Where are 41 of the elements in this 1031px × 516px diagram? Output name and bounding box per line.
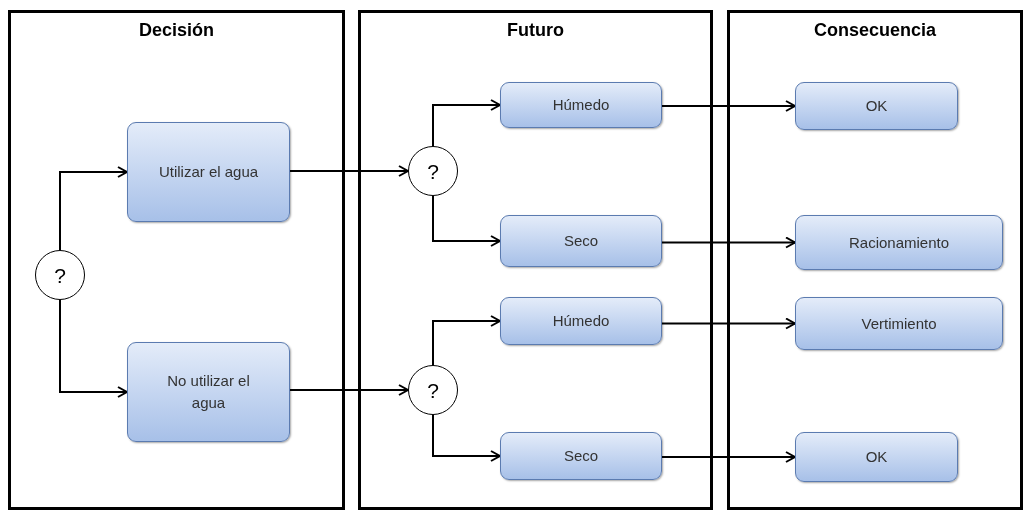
process-box — [795, 297, 1003, 350]
arrow — [661, 236, 796, 249]
column-panel — [358, 10, 713, 510]
panel-heading: Decisión — [138, 19, 215, 42]
box-label: Húmedo — [551, 95, 611, 116]
box-label: OK — [864, 96, 889, 117]
column-panel — [727, 10, 1023, 510]
arrow — [661, 317, 796, 330]
arrow — [289, 384, 409, 396]
process-box — [500, 82, 662, 128]
arrow — [432, 414, 501, 462]
process-box — [795, 432, 958, 482]
arrow — [661, 451, 796, 463]
box-label: Vertimiento — [860, 313, 938, 334]
process-box — [500, 432, 662, 480]
arrow — [432, 195, 501, 247]
process-box — [127, 342, 290, 442]
process-box — [500, 297, 662, 345]
arrow — [661, 100, 796, 112]
box-label: OK — [864, 447, 889, 468]
process-box — [795, 82, 958, 130]
arrow — [432, 99, 501, 147]
box-label: No utilizar el agua — [166, 371, 251, 413]
process-box — [127, 122, 290, 222]
arrow — [59, 166, 128, 251]
process-box — [795, 215, 1003, 270]
box-label: Utilizar el agua — [157, 162, 260, 183]
arrow — [289, 165, 409, 177]
box-label: Seco — [562, 446, 600, 467]
box-label: Seco — [562, 231, 600, 252]
box-label: Húmedo — [551, 311, 611, 332]
panel-heading: Consecuencia — [812, 19, 937, 42]
panel-heading: Futuro — [506, 19, 565, 42]
box-label: Racionamiento — [847, 232, 951, 253]
decision-mark: ? — [54, 264, 66, 286]
arrow — [59, 299, 128, 398]
decision-mark: ? — [427, 379, 439, 401]
decision-mark: ? — [427, 160, 439, 182]
column-panel — [8, 10, 345, 510]
arrow — [432, 315, 501, 366]
process-box — [500, 215, 662, 267]
